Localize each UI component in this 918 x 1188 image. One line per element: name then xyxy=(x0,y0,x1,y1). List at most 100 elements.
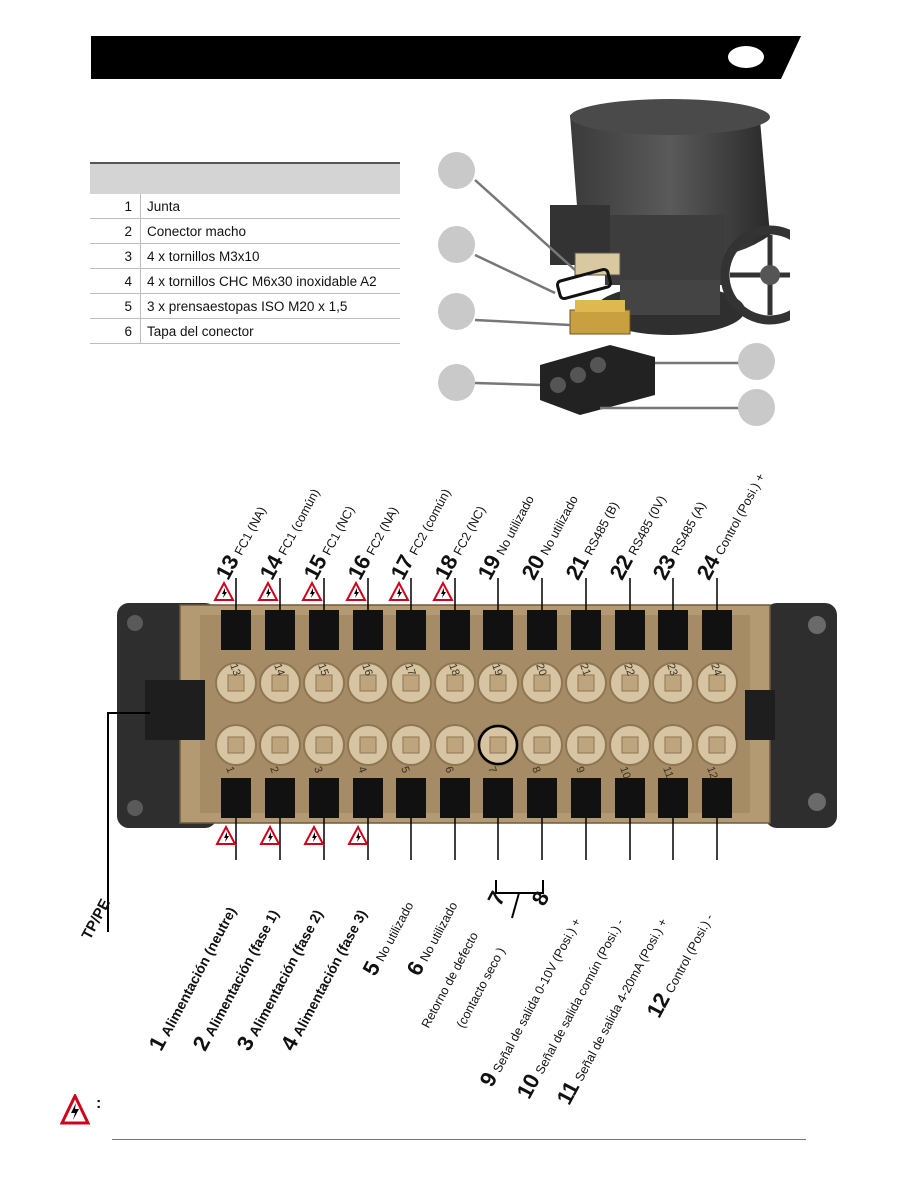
hazard-warning-icon xyxy=(345,580,367,601)
callout-circle xyxy=(738,343,775,380)
terminal-slot-bottom xyxy=(309,778,339,818)
hazard-warning-icon xyxy=(303,824,325,845)
part-description: 3 x prensaestopas ISO M20 x 1,5 xyxy=(140,293,400,319)
block-number-top: 18 xyxy=(446,662,461,678)
terminal-screw-head xyxy=(227,736,245,754)
block-number-bottom: 10 xyxy=(617,765,632,781)
block-number-top: 19 xyxy=(489,662,504,678)
parts-table-header xyxy=(90,162,400,194)
highlight-ring xyxy=(477,724,519,766)
ground-clamp xyxy=(145,680,205,740)
terminal-slot-bottom xyxy=(396,778,426,818)
terminal-screw-head xyxy=(577,736,595,754)
terminal-screw-head xyxy=(359,674,377,692)
callout-circle xyxy=(438,152,475,189)
part-number: 1 xyxy=(90,194,141,219)
hazard-warning-icon xyxy=(259,824,281,845)
block-number-top: 16 xyxy=(359,662,374,678)
terminal-slot-top xyxy=(265,610,295,650)
block-number-bottom: 7 xyxy=(485,765,498,775)
hazard-warning-icon xyxy=(388,580,410,601)
block-number-bottom: 12 xyxy=(704,765,719,781)
terminal-slot-top xyxy=(615,610,645,650)
actuator-exploded-illustration xyxy=(474,99,790,415)
hazard-warning-icon xyxy=(215,824,237,845)
block-number-bottom: 6 xyxy=(442,765,455,775)
terminal-screw-head xyxy=(489,674,507,692)
screw-icon xyxy=(808,616,826,634)
hazard-warning-icon xyxy=(432,580,454,601)
terminal-slot-bottom xyxy=(265,778,295,818)
terminal-slot-bottom xyxy=(527,778,557,818)
block-number-bottom: 3 xyxy=(311,765,324,775)
terminal-slot-bottom xyxy=(615,778,645,818)
part-description: 4 x tornillos M3x10 xyxy=(140,243,400,269)
part-description: Tapa del conector xyxy=(140,318,400,344)
block-number-top: 14 xyxy=(271,662,286,678)
terminal-screw-head xyxy=(664,736,682,754)
header-bar xyxy=(91,36,801,79)
block-number-top: 23 xyxy=(664,662,679,678)
hazard-warning-icon xyxy=(301,580,323,601)
part-number: 5 xyxy=(90,293,141,319)
terminal-slot-top xyxy=(353,610,383,650)
part-description: Junta xyxy=(140,194,400,219)
page-badge xyxy=(728,46,764,68)
terminal-screw-head xyxy=(664,674,682,692)
terminal-slot-top xyxy=(658,610,688,650)
part-number: 3 xyxy=(90,243,141,269)
terminal-screw-head xyxy=(621,736,639,754)
block-number-top: 22 xyxy=(621,662,636,678)
terminal-screw-head xyxy=(621,674,639,692)
screw-icon xyxy=(127,615,143,631)
terminal-screw-head xyxy=(402,736,420,754)
callout-circle xyxy=(438,226,475,263)
block-number-top: 13 xyxy=(227,662,242,678)
block-number-bottom: 1 xyxy=(223,765,236,775)
callout-circle xyxy=(438,293,475,330)
hazard-warning-icon xyxy=(347,824,369,845)
block-number-bottom: 4 xyxy=(355,765,368,775)
part-description: Conector macho xyxy=(140,218,400,244)
terminal-slot-top xyxy=(440,610,470,650)
footer-rule xyxy=(112,1139,806,1140)
right-housing xyxy=(765,603,837,828)
retorno-bracket xyxy=(495,880,544,894)
terminal-screw-head xyxy=(271,736,289,754)
terminal-screw-head xyxy=(315,674,333,692)
block-number-top: 17 xyxy=(402,662,417,678)
block-number-top: 20 xyxy=(533,662,548,678)
terminal-screw-head xyxy=(708,674,726,692)
terminal-screw-head xyxy=(533,736,551,754)
footer-colon: : xyxy=(96,1095,102,1112)
terminal-slot-bottom xyxy=(702,778,732,818)
terminal-slot-bottom xyxy=(353,778,383,818)
retorno-leader xyxy=(511,892,520,919)
right-clamp xyxy=(745,690,775,740)
callout-circle xyxy=(438,364,475,401)
terminal-screw-head xyxy=(315,736,333,754)
screw-icon xyxy=(127,800,143,816)
terminal-screw-head xyxy=(402,674,420,692)
terminal-slot-top xyxy=(396,610,426,650)
terminal-slot-top xyxy=(571,610,601,650)
part-number: 4 xyxy=(90,268,141,294)
terminal-screw-head xyxy=(359,736,377,754)
terminal-slot-top xyxy=(221,610,251,650)
terminal-slot-bottom xyxy=(658,778,688,818)
terminal-slot-bottom xyxy=(221,778,251,818)
terminal-slot-top xyxy=(527,610,557,650)
terminal-slot-bottom xyxy=(571,778,601,818)
hazard-warning-icon xyxy=(213,580,235,601)
block-number-bottom: 2 xyxy=(267,765,280,775)
block-number-bottom: 5 xyxy=(398,765,411,775)
block-number-bottom: 11 xyxy=(660,765,675,780)
terminal-screw-head xyxy=(708,736,726,754)
hazard-warning-icon xyxy=(257,580,279,601)
